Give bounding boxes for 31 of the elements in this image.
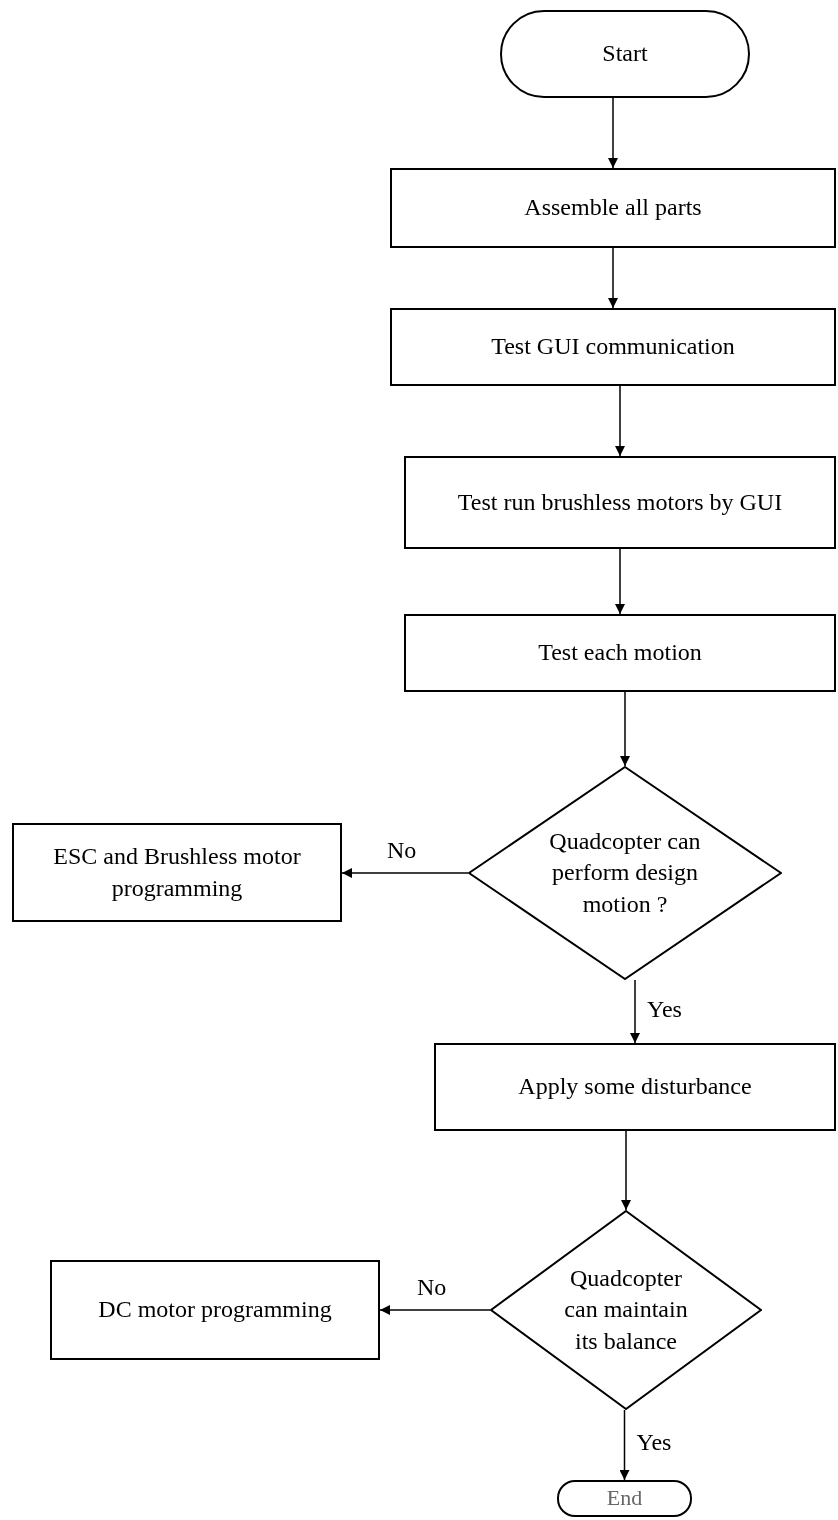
node-text: DC motor programming xyxy=(98,1295,332,1325)
node-text: End xyxy=(606,1484,643,1513)
node-text: Apply some disturbance xyxy=(518,1072,752,1102)
arrow xyxy=(341,868,469,878)
process-box xyxy=(404,614,836,692)
arrow xyxy=(615,548,625,615)
decision-diamond xyxy=(468,766,782,980)
process-box xyxy=(404,456,836,549)
node-text: Quadcopter can maintain its balance xyxy=(563,1264,689,1356)
process-box xyxy=(390,168,836,248)
node-text: Start xyxy=(602,39,648,69)
process-box xyxy=(434,1043,836,1131)
process-box xyxy=(12,823,342,922)
node-text: Test each motion xyxy=(538,638,702,668)
terminal-box xyxy=(557,1480,692,1517)
arrow xyxy=(621,1130,631,1211)
node-text: Assemble all parts xyxy=(524,193,702,223)
node-text: Test GUI communication xyxy=(491,332,735,362)
arrow xyxy=(630,979,640,1044)
arrow xyxy=(620,691,630,767)
arrow xyxy=(615,385,625,457)
process-box xyxy=(390,308,836,386)
node-text: Test run brushless motors by GUI xyxy=(457,487,783,517)
arrow xyxy=(608,97,618,169)
arrow xyxy=(619,1409,630,1481)
arrow xyxy=(379,1305,491,1315)
process-box xyxy=(50,1260,380,1360)
arrow xyxy=(608,247,618,309)
node-text: Quadcopter can perform design motion ? xyxy=(548,827,702,919)
decision-diamond xyxy=(490,1210,762,1410)
node-text: ESC and Brushless motor programming xyxy=(52,842,302,903)
